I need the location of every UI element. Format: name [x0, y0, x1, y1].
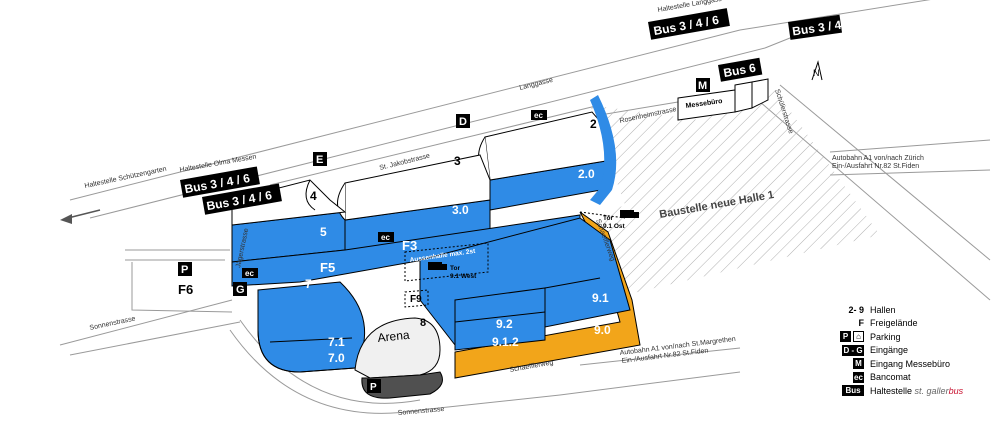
- entrance-d: D: [459, 116, 467, 128]
- hall-7-number: 7: [305, 277, 312, 291]
- gate-ost-name: 9.1 Ost: [603, 223, 626, 230]
- area-f6: F6: [178, 282, 193, 297]
- legend-text-halls: Hallen: [870, 304, 896, 315]
- legend-key-entrances: D - G: [842, 344, 864, 356]
- legend-row-freigelaende: F Freigelände: [828, 317, 993, 331]
- hall-9-0-number: 9.0: [594, 323, 611, 337]
- legend-row-entrances: D - G Eingänge: [828, 344, 993, 358]
- street-sonnen-south: Sonnenstrasse: [398, 406, 445, 417]
- truck-icon: [428, 210, 639, 270]
- ec-marker-1: ec: [534, 111, 543, 120]
- legend-text-freigelaende: Freigelände: [870, 318, 918, 329]
- legend-text-bancomat: Bancomat: [870, 372, 911, 383]
- legend-text-parking: Parking: [870, 331, 901, 342]
- legend-bus-brand-2: bus: [948, 385, 964, 396]
- parking-garage-icon: ⌂: [853, 331, 864, 343]
- entrance-m: M: [698, 80, 707, 92]
- bus-label-6: Bus 6: [722, 61, 757, 81]
- legend-row-messebuero: M Eingang Messebüro: [828, 357, 993, 371]
- gate-west-tor: Tor: [450, 265, 460, 272]
- entrance-e: E: [316, 154, 323, 166]
- svg-text:N: N: [813, 68, 820, 78]
- entrance-markers: D E G M P P: [178, 78, 710, 393]
- ec-marker-2: ec: [381, 233, 390, 242]
- legend-key-bancomat: ec: [853, 371, 864, 383]
- motorway-north: Autobahn A1 von/nach Zürich: [832, 155, 924, 162]
- legend-key-messebuero: M: [853, 358, 864, 370]
- gate-ost-tor: Tor: [603, 215, 613, 222]
- hall-9-1-number: 9.1: [592, 291, 609, 305]
- west-arrow: [67, 209, 101, 219]
- hall-9-2-number: 9.2: [496, 317, 513, 331]
- legend-text-entrances: Eingänge: [870, 345, 909, 356]
- legend-row-bancomat: ec Bancomat: [828, 371, 993, 385]
- legend-bus-brand-1: st. galler: [914, 385, 949, 396]
- legend-key-parking: P: [840, 331, 851, 343]
- white-halls: [231, 78, 769, 399]
- area-f9: F9: [410, 294, 422, 305]
- street-sonnen-west: Sonnenstrasse: [89, 315, 136, 332]
- legend-key-bus: Bus: [842, 385, 864, 397]
- hall-7-1-number: 7.1: [328, 335, 345, 349]
- construction-area: [590, 90, 880, 295]
- street-langgasse: Langgasse: [519, 77, 554, 92]
- parking-arena-icon: P: [370, 382, 377, 393]
- gate-boxes: [404, 211, 626, 308]
- area-f5: F5: [320, 260, 335, 275]
- legend-row-bus: Bus Haltestelle st. gallerbus: [828, 384, 993, 398]
- entrance-g: G: [236, 284, 245, 296]
- hall-4-number: 4: [310, 189, 317, 203]
- ec-marker-3: ec: [245, 269, 254, 278]
- bus-label-top-right: Bus 3 / 4: [791, 18, 842, 39]
- hall-8-number: 8: [420, 317, 426, 329]
- legend-bus-text: Haltestelle: [870, 385, 913, 396]
- blue-halls: [231, 159, 631, 373]
- hall-2-0-number: 2.0: [578, 167, 595, 181]
- parking-p: P: [181, 264, 188, 276]
- motorway-north-exit: Ein-/Ausfahrt Nr.82 St.Fiden: [832, 163, 919, 170]
- legend-key-freigelaende: F: [858, 318, 865, 329]
- gate-west-name: 9.1 West: [450, 273, 477, 280]
- arena-label: Arena: [377, 328, 411, 345]
- hall-3-0-number: 3.0: [452, 203, 469, 217]
- legend-key-halls: 2- 9: [848, 304, 864, 315]
- legend-text-bus: Haltestelle st. gallerbus: [870, 386, 963, 396]
- north-arrow-icon: N: [811, 60, 823, 81]
- legend-text-messebuero: Eingang Messebüro: [870, 358, 951, 369]
- hall-5-number: 5: [320, 225, 327, 239]
- driveway-arrow: [590, 95, 617, 205]
- legend-row-parking: P ⌂ Parking: [828, 330, 993, 344]
- legend-row-halls: 2- 9 Hallen: [828, 303, 993, 317]
- hall-7-0-number: 7.0: [328, 351, 345, 365]
- hall-2-number: 2: [590, 117, 597, 131]
- hall-3-number: 3: [454, 154, 461, 168]
- ec-markers: ec ec ec: [242, 110, 547, 278]
- area-f3: F3: [402, 238, 417, 253]
- legend: 2- 9 Hallen F Freigelände P ⌂ Parking D …: [828, 303, 993, 398]
- hall-9-1-2-number: 9.1.2: [492, 335, 519, 349]
